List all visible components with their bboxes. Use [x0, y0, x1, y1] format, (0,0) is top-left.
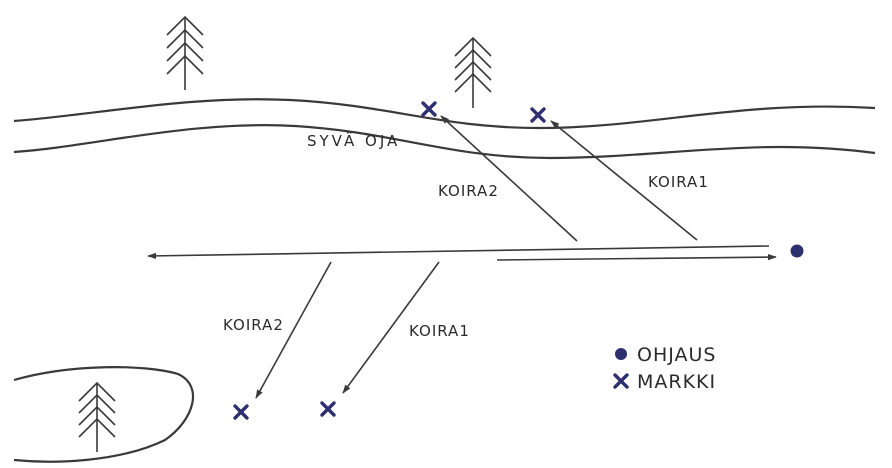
dog1-lower-track [342, 261, 440, 394]
handler-point-icon [790, 244, 804, 258]
spruce-tree-icon [166, 15, 204, 90]
legend: OHJAUS MARKKI [613, 344, 716, 393]
legend-handler-icon [615, 348, 627, 360]
ditch-upper-bank [13, 98, 876, 130]
marker-x-icon [320, 401, 336, 417]
ditch-label: SYVÄ OJA [307, 131, 400, 150]
spruce-tree-icon [78, 381, 116, 452]
spruce-tree-icon [454, 36, 492, 108]
track-label-dog2-upper: KOIRA2 [438, 182, 499, 200]
track-label-dog1-lower: KOIRA1 [409, 322, 470, 340]
handler-track-return [496, 253, 777, 261]
dog2-upper-track [440, 115, 578, 242]
dog1-upper-track [550, 120, 698, 241]
marker-x-icon [421, 101, 437, 117]
track-label-dog1-upper: KOIRA1 [648, 173, 709, 191]
legend-handler-label: OHJAUS [637, 344, 716, 366]
marker-x-icon [530, 107, 546, 123]
legend-marker-label: MARKKI [637, 371, 716, 393]
marker-x-icon [233, 404, 249, 420]
field-outline [13, 366, 195, 463]
legend-marker-icon [613, 373, 629, 389]
dog2-lower-track [255, 261, 332, 399]
handler-track-out [147, 245, 770, 260]
track-label-dog2-lower: KOIRA2 [223, 316, 284, 334]
ditch-lower-bank [13, 124, 876, 160]
